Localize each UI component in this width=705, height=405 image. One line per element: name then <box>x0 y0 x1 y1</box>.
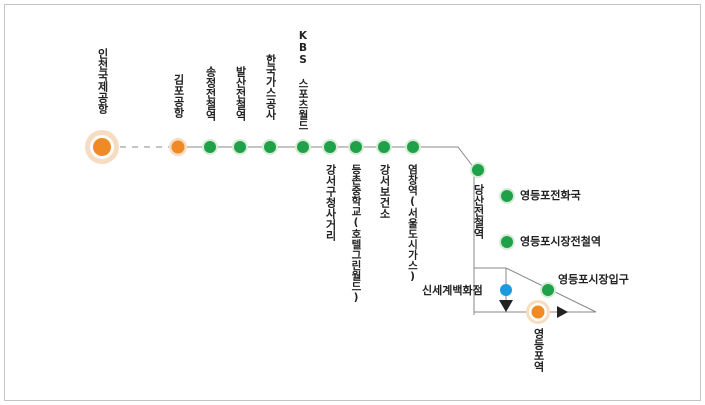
stop-markers-row <box>202 139 421 155</box>
direction-arrow-right <box>557 306 568 318</box>
route-line-main <box>178 146 475 315</box>
label-incheon-airport: 인천국제공항 <box>96 48 109 114</box>
label-kogas: 한국가스공사 <box>264 54 277 120</box>
label-gangseo-gu-office: 강서구청사거리 <box>324 164 337 241</box>
label-yeongdeungpo-market-entrance: 영등포시장입구 <box>558 273 629 286</box>
label-yeomchang: 염창역(서울도시가스) <box>406 164 419 283</box>
label-deungchon-middle: 등촌중학교(호텔그린월드) <box>350 164 362 304</box>
diagram-frame <box>4 4 701 401</box>
label-yeongdeungpo-market-station: 영등포시장전철역 <box>520 235 601 248</box>
label-gangseo-health: 강서보건소 <box>378 164 391 219</box>
direction-arrow-down <box>499 300 513 312</box>
label-yeongdeungpo-station: 영등포역 <box>532 328 545 372</box>
label-gimpo-airport: 김포공항 <box>172 74 185 118</box>
stop-marker-shinsegae <box>500 284 512 296</box>
label-kbs-sportsworld: KBS 스포츠월드 <box>297 30 309 131</box>
label-dangsan: 당산전철역 <box>472 184 485 239</box>
label-shinsegae: 신세계백화점 <box>422 284 483 297</box>
stop-marker-incheon <box>93 138 111 156</box>
stop-marker-gimpo <box>171 140 185 154</box>
label-balsan: 발산전철역 <box>234 66 247 121</box>
stop-markers-column <box>470 162 556 298</box>
label-yeongdeungpo-post: 영등포전화국 <box>520 189 581 202</box>
stop-marker-yeongdeungpo <box>531 305 545 319</box>
label-songjeong: 송정전철역 <box>204 66 217 121</box>
